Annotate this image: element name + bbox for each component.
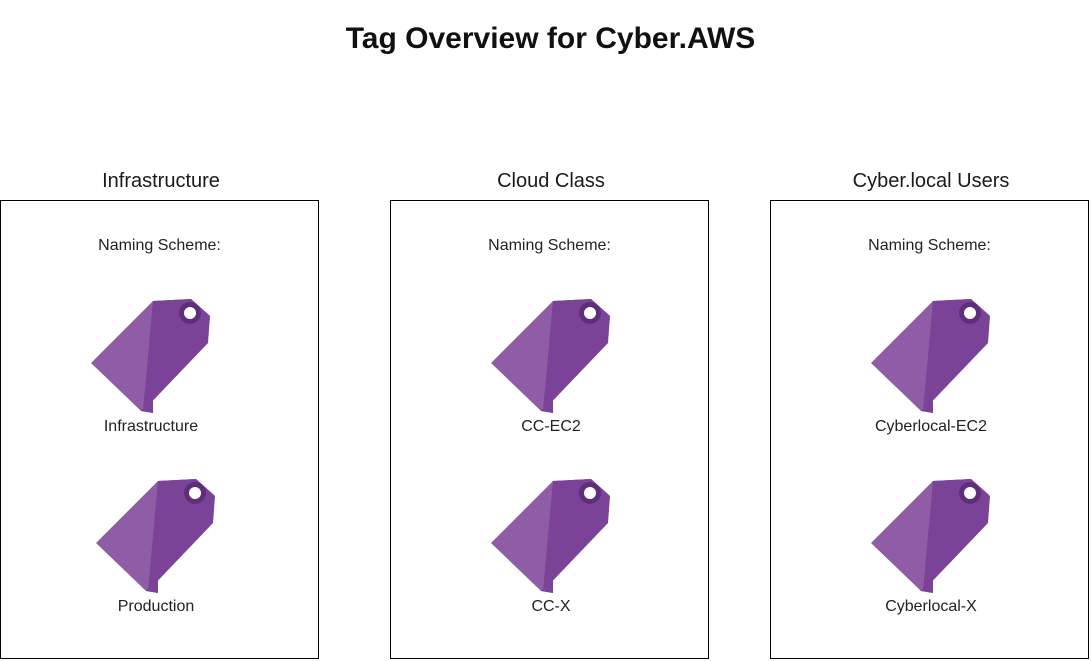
tag-icon xyxy=(91,291,215,415)
naming-scheme-label: Naming Scheme: xyxy=(868,237,991,254)
tag-label: CC-X xyxy=(531,598,571,615)
tag-icon xyxy=(871,291,995,415)
page-title: Tag Overview for Cyber.AWS xyxy=(345,22,756,55)
tag-icon xyxy=(491,471,615,595)
tag-icon xyxy=(871,471,995,595)
tag-label: Production xyxy=(117,598,195,615)
group-title-cloud-class: Cloud Class xyxy=(497,170,605,192)
group-title-infrastructure: Infrastructure xyxy=(102,170,220,192)
group-panel-cyberlocal-users: Naming Scheme: Cyberlocal-EC2 Cyberlocal… xyxy=(770,200,1089,659)
tag-icon xyxy=(491,291,615,415)
group-title-cyberlocal-users: Cyber.local Users xyxy=(852,170,1010,192)
tag-label: Cyberlocal-EC2 xyxy=(874,418,988,435)
naming-scheme-label: Naming Scheme: xyxy=(488,237,611,254)
tag-label: Infrastructure xyxy=(103,418,199,435)
group-panel-infrastructure: Naming Scheme: Infrastructure Production xyxy=(0,200,319,659)
tag-label: CC-EC2 xyxy=(521,418,581,435)
tag-icon xyxy=(96,471,220,595)
tag-label: Cyberlocal-X xyxy=(885,598,977,615)
naming-scheme-label: Naming Scheme: xyxy=(98,237,221,254)
group-panel-cloud-class: Naming Scheme: CC-EC2 CC-X xyxy=(390,200,709,659)
